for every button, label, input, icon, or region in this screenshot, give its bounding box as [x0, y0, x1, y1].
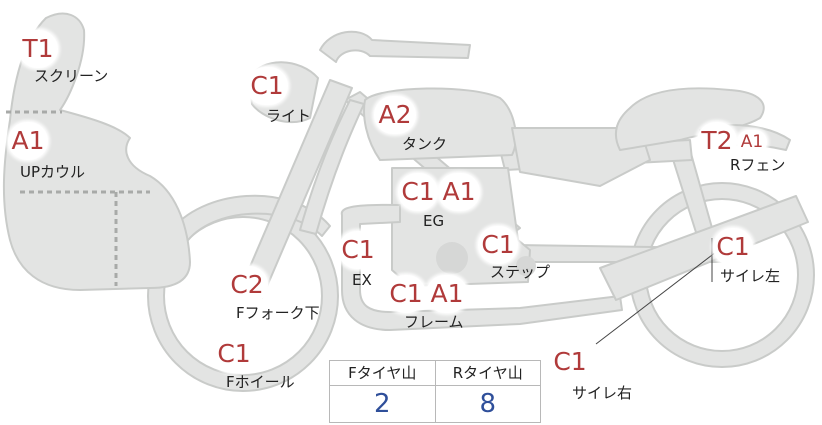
- part-label-tank: タンク: [402, 135, 448, 153]
- code-badge: C2: [226, 266, 268, 304]
- code-badge: C1: [338, 231, 378, 269]
- code-badge: A1: [438, 173, 480, 211]
- table-header-front-tire: Fタイヤ山: [330, 361, 436, 386]
- upper-cowl: [2, 12, 191, 291]
- rear-wheel: [629, 182, 815, 368]
- table-value-rear-tire: 8: [479, 389, 497, 419]
- code-badge: C1: [214, 335, 254, 373]
- code-badge: A2: [374, 96, 416, 134]
- table-header-rear-tire: Rタイヤ山: [435, 361, 540, 386]
- code-badge: T1: [18, 30, 58, 68]
- part-label-muffler-left: サイレ左: [720, 267, 781, 285]
- code-badge: C1: [398, 173, 438, 211]
- seat: [614, 87, 765, 151]
- table-value-row: 2 8: [330, 386, 540, 422]
- part-label-up-cowl: UPカウル: [20, 163, 86, 181]
- code-badge: A1: [8, 122, 48, 160]
- code-badge: A1: [737, 130, 767, 154]
- exhaust-header: [340, 203, 623, 331]
- tire-tread-table: Fタイヤ山 Rタイヤ山 2 8: [329, 360, 541, 423]
- muffler-left: [599, 195, 809, 301]
- part-label-muffler-right: サイレ右: [572, 384, 633, 402]
- code-badge: C1: [246, 67, 288, 105]
- table-value-front-tire: 2: [330, 386, 436, 422]
- part-label-light: ライト: [266, 107, 312, 125]
- code-badge: C1: [478, 226, 518, 264]
- handlebar: [319, 30, 471, 63]
- part-label-front-fork-lower: Fフォーク下: [236, 304, 320, 322]
- code-badge: C1: [713, 228, 753, 266]
- leader-line: [595, 251, 717, 345]
- part-label-front-wheel: Fホイール: [226, 373, 295, 391]
- table-header-row: Fタイヤ山 Rタイヤ山: [330, 361, 540, 386]
- part-label-screen: スクリーン: [34, 67, 109, 85]
- engine-cover: [436, 242, 468, 274]
- code-badge: C1: [550, 343, 590, 381]
- code-badge: A1: [426, 275, 468, 313]
- part-label-step: ステップ: [490, 263, 551, 281]
- part-label-exhaust: EX: [352, 271, 372, 289]
- code-badge: C1: [386, 275, 426, 313]
- part-label-frame: フレーム: [404, 313, 464, 331]
- part-label-rear-fender: Rフェン: [730, 156, 786, 174]
- code-badge: T2: [697, 122, 737, 160]
- footpeg: [516, 256, 536, 276]
- part-label-engine: EG: [423, 212, 445, 230]
